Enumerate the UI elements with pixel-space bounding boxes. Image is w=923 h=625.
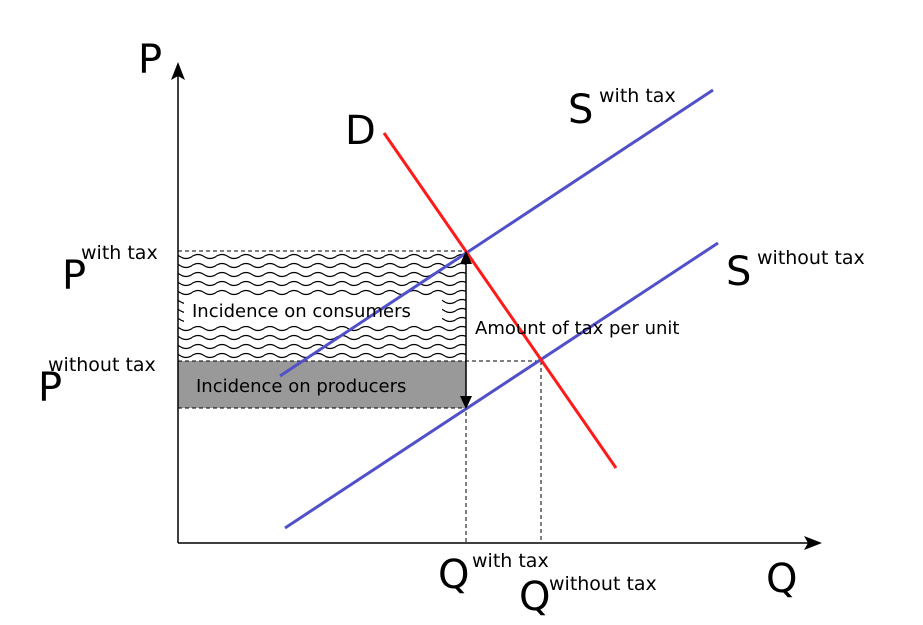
- q-with-tax-superscript: with tax: [472, 550, 549, 572]
- x-axis-label: Q: [766, 556, 797, 602]
- guide-lines: [178, 250, 542, 543]
- supply-without-tax-label: S: [726, 249, 751, 295]
- supply-with-tax-superscript: with tax: [599, 85, 676, 107]
- supply-with-tax-curve: [279, 88, 714, 378]
- consumer-label-box: [184, 296, 442, 326]
- y-axis-arrowhead: [171, 62, 185, 80]
- supply-without-tax-curve: [284, 241, 719, 530]
- supply-without-tax-superscript: without tax: [757, 247, 865, 269]
- p-without-tax-label: P: [38, 365, 62, 411]
- q-without-tax-superscript: without tax: [549, 573, 657, 595]
- supply-with-tax-label: S: [568, 87, 593, 133]
- tax-amount-label: Amount of tax per unit: [475, 318, 680, 339]
- producer-incidence-label: Incidence on producers: [196, 376, 406, 397]
- demand-label: D: [345, 108, 376, 154]
- p-with-tax-superscript: with tax: [81, 242, 158, 264]
- demand-curve: [382, 132, 618, 469]
- axes: [171, 62, 822, 550]
- q-without-tax-label: Q: [519, 574, 550, 620]
- q-with-tax-label: Q: [438, 552, 469, 598]
- p-without-tax-superscript: without tax: [48, 354, 156, 376]
- producer-incidence-region: [178, 361, 466, 408]
- x-axis-arrowhead: [804, 536, 822, 550]
- p-with-tax-label: P: [62, 253, 86, 299]
- tax-arrow: [460, 251, 472, 409]
- y-axis-label: P: [138, 37, 162, 83]
- consumer-incidence-label: Incidence on consumers: [192, 301, 411, 322]
